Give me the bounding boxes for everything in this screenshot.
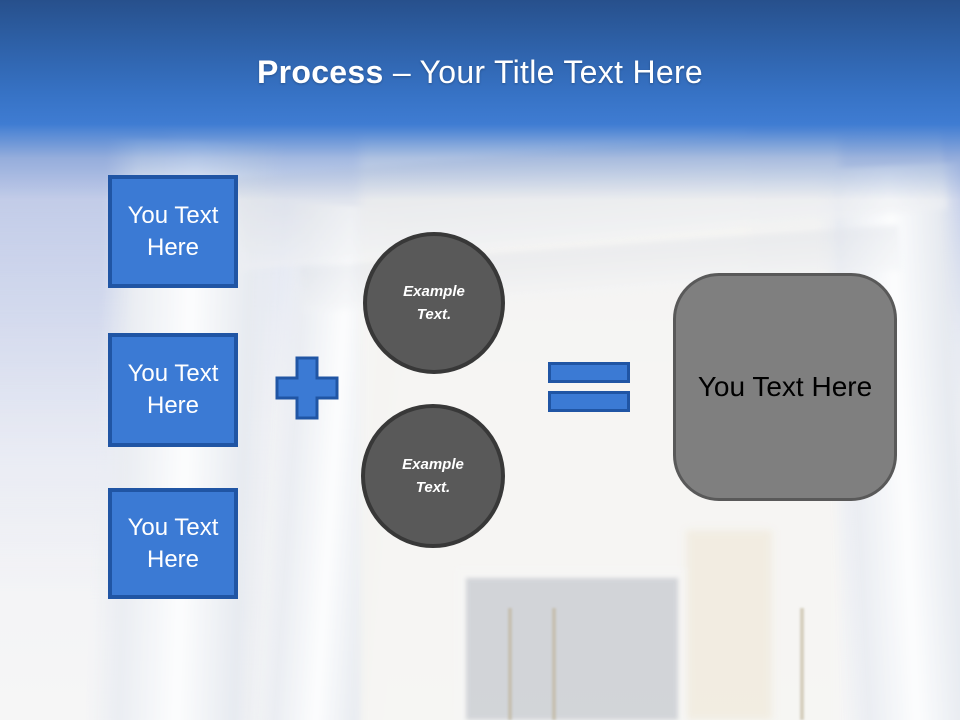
example-circle-2[interactable]: Example Text.	[361, 404, 505, 548]
you-text-box-3[interactable]: You Text Here	[108, 488, 238, 599]
you-text-label: You Text Here	[127, 360, 219, 419]
you-text-label: You Text Here	[127, 201, 219, 261]
slide-title[interactable]: Process – Your Title Text Here	[0, 54, 960, 91]
example-circle-1[interactable]: Example Text.	[363, 232, 505, 374]
example-text-label: Example Text.	[403, 282, 465, 323]
you-text-box-2[interactable]: You Text Here	[108, 333, 238, 447]
title-subtitle: – Your Title Text Here	[392, 54, 704, 90]
photo-relief-panel	[466, 578, 678, 720]
header-banner	[0, 0, 960, 200]
result-label: You Text Here	[697, 371, 873, 402]
equals-icon	[548, 362, 630, 383]
plus-icon	[275, 356, 339, 420]
equals-icon	[548, 391, 630, 412]
title-emphasis: Process	[256, 54, 384, 90]
result-box[interactable]: You Text Here	[673, 273, 897, 501]
photo-beige-wall	[686, 530, 772, 720]
photo-pole	[552, 608, 556, 720]
you-text-label: You Text Here	[127, 513, 219, 573]
example-text-label: Example Text.	[402, 455, 464, 496]
photo-pole	[508, 608, 512, 720]
photo-pole	[800, 608, 804, 720]
you-text-box-1[interactable]: You Text Here	[108, 175, 238, 288]
